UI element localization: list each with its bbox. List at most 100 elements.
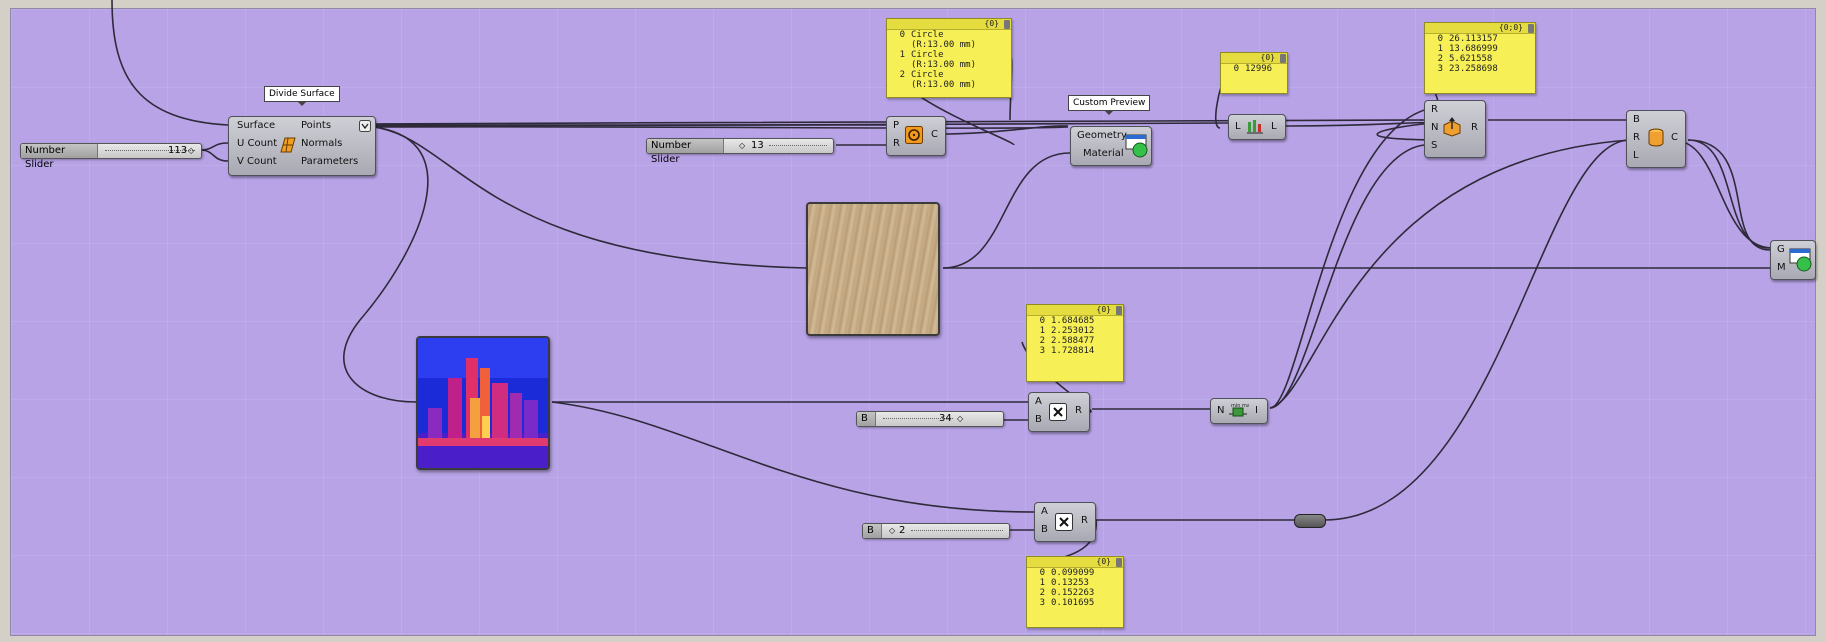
row-value: (R:13.00 mm) xyxy=(911,60,977,70)
extrude-icon xyxy=(1648,128,1664,147)
slider-grip-icon[interactable]: ◇ xyxy=(739,141,746,150)
number-slider-count[interactable]: Number Slider 113 ◇ xyxy=(20,143,202,170)
slider-grip-icon[interactable]: ◇ xyxy=(889,526,896,535)
custom-preview-component[interactable]: Geometry Material xyxy=(1070,126,1152,166)
row-index: 3 xyxy=(1437,64,1443,74)
row-value: Circle xyxy=(911,70,944,80)
move-icon xyxy=(1443,117,1461,137)
output-r[interactable]: R xyxy=(1081,515,1088,526)
row-index: 2 xyxy=(1039,588,1045,598)
expand-arrow-icon[interactable] xyxy=(359,120,371,132)
input-r[interactable]: R xyxy=(1431,104,1438,115)
heatmap-graphic xyxy=(418,338,548,468)
row-index: 2 xyxy=(1039,336,1045,346)
number-slider-b1[interactable]: B 34 ◇ xyxy=(856,411,1004,427)
input-b[interactable]: B xyxy=(1035,414,1042,425)
input-p[interactable]: P xyxy=(893,120,900,131)
output-c[interactable]: C xyxy=(1671,132,1678,143)
output-l[interactable]: L xyxy=(1271,121,1277,132)
input-b[interactable]: B xyxy=(1041,524,1048,535)
input-n[interactable]: N xyxy=(1217,405,1225,416)
row-value: 12996 xyxy=(1245,64,1273,74)
input-v-count[interactable]: V Count xyxy=(237,156,277,167)
input-surface[interactable]: Surface xyxy=(237,120,276,131)
input-n[interactable]: N xyxy=(1431,122,1439,133)
extrude-component[interactable]: B R L C xyxy=(1626,110,1686,168)
input-material[interactable]: Material xyxy=(1083,148,1124,159)
divide-surface-component[interactable]: Surface U Count V Count Points Normals P… xyxy=(228,116,376,176)
list-length-component[interactable]: L L xyxy=(1228,114,1286,140)
multiply-component-2[interactable]: A B R xyxy=(1034,502,1096,542)
row-index: 1 xyxy=(1039,578,1045,588)
slider-rail xyxy=(769,145,827,147)
input-l[interactable]: L xyxy=(1235,121,1241,132)
relay-icon[interactable] xyxy=(1294,514,1326,528)
input-r[interactable]: R xyxy=(893,138,900,149)
slider-grip-icon[interactable]: ◇ xyxy=(188,146,195,155)
row-value: 1.684685 xyxy=(1051,316,1095,326)
slider-value[interactable]: 13 xyxy=(751,140,764,151)
slider-value[interactable]: 34 xyxy=(939,413,952,424)
bounds-component[interactable]: N I min max xyxy=(1210,398,1268,424)
row-value: 0.101695 xyxy=(1051,598,1095,608)
slider-value[interactable]: 113 xyxy=(168,145,188,156)
input-s[interactable]: S xyxy=(1431,140,1438,151)
svg-text:min max: min max xyxy=(1231,403,1249,409)
panel-scrollbar[interactable] xyxy=(1116,558,1122,567)
number-slider-radius[interactable]: Number Slider ◇ 13 xyxy=(646,138,834,165)
multiply-icon xyxy=(1055,513,1073,531)
output-points[interactable]: Points xyxy=(301,120,332,131)
input-geometry[interactable]: Geometry xyxy=(1077,130,1127,141)
output-parameters[interactable]: Parameters xyxy=(301,156,359,167)
slider-value[interactable]: 2 xyxy=(899,525,906,536)
row-value: (R:13.00 mm) xyxy=(911,40,977,50)
row-value: 26.113157 xyxy=(1449,34,1498,44)
panel-row: 3 23.258698 xyxy=(1425,64,1535,74)
slider-grip-icon[interactable]: ◇ xyxy=(957,414,964,423)
input-m[interactable]: M xyxy=(1777,262,1786,273)
output-c[interactable]: C xyxy=(931,129,938,140)
row-value: 1.728814 xyxy=(1051,346,1095,356)
row-value: 23.258698 xyxy=(1449,64,1498,74)
input-a[interactable]: A xyxy=(1035,396,1042,407)
input-u-count[interactable]: U Count xyxy=(237,138,278,149)
heatmap-image[interactable] xyxy=(416,336,550,470)
panel-scrollbar[interactable] xyxy=(1004,20,1010,29)
move-component[interactable]: R N S R xyxy=(1424,100,1486,158)
input-a[interactable]: A xyxy=(1041,506,1048,517)
output-i[interactable]: I xyxy=(1255,405,1258,416)
panel-scrollbar[interactable] xyxy=(1116,306,1122,315)
row-index: 0 xyxy=(1437,34,1443,44)
input-r[interactable]: R xyxy=(1633,132,1640,143)
preview-component-2[interactable]: G M xyxy=(1770,240,1816,280)
output-r[interactable]: R xyxy=(1075,405,1082,416)
panel-scrollbar[interactable] xyxy=(1280,54,1286,63)
row-index: 0 xyxy=(899,30,905,40)
divide-surface-tooltip: Divide Surface xyxy=(264,86,340,106)
number-slider-b2[interactable]: B ◇ 2 xyxy=(862,523,1010,539)
multiply-component-1[interactable]: A B R xyxy=(1028,392,1090,432)
output-normals[interactable]: Normals xyxy=(301,138,343,149)
output-r[interactable]: R xyxy=(1471,122,1478,133)
input-g[interactable]: G xyxy=(1777,244,1785,255)
panel-scrollbar[interactable] xyxy=(1528,24,1534,33)
wood-texture-swatch[interactable] xyxy=(806,202,940,336)
input-b[interactable]: B xyxy=(1633,114,1640,125)
circle-component[interactable]: P R C xyxy=(886,116,946,156)
list-length-icon xyxy=(1247,120,1263,134)
input-l[interactable]: L xyxy=(1633,150,1639,161)
